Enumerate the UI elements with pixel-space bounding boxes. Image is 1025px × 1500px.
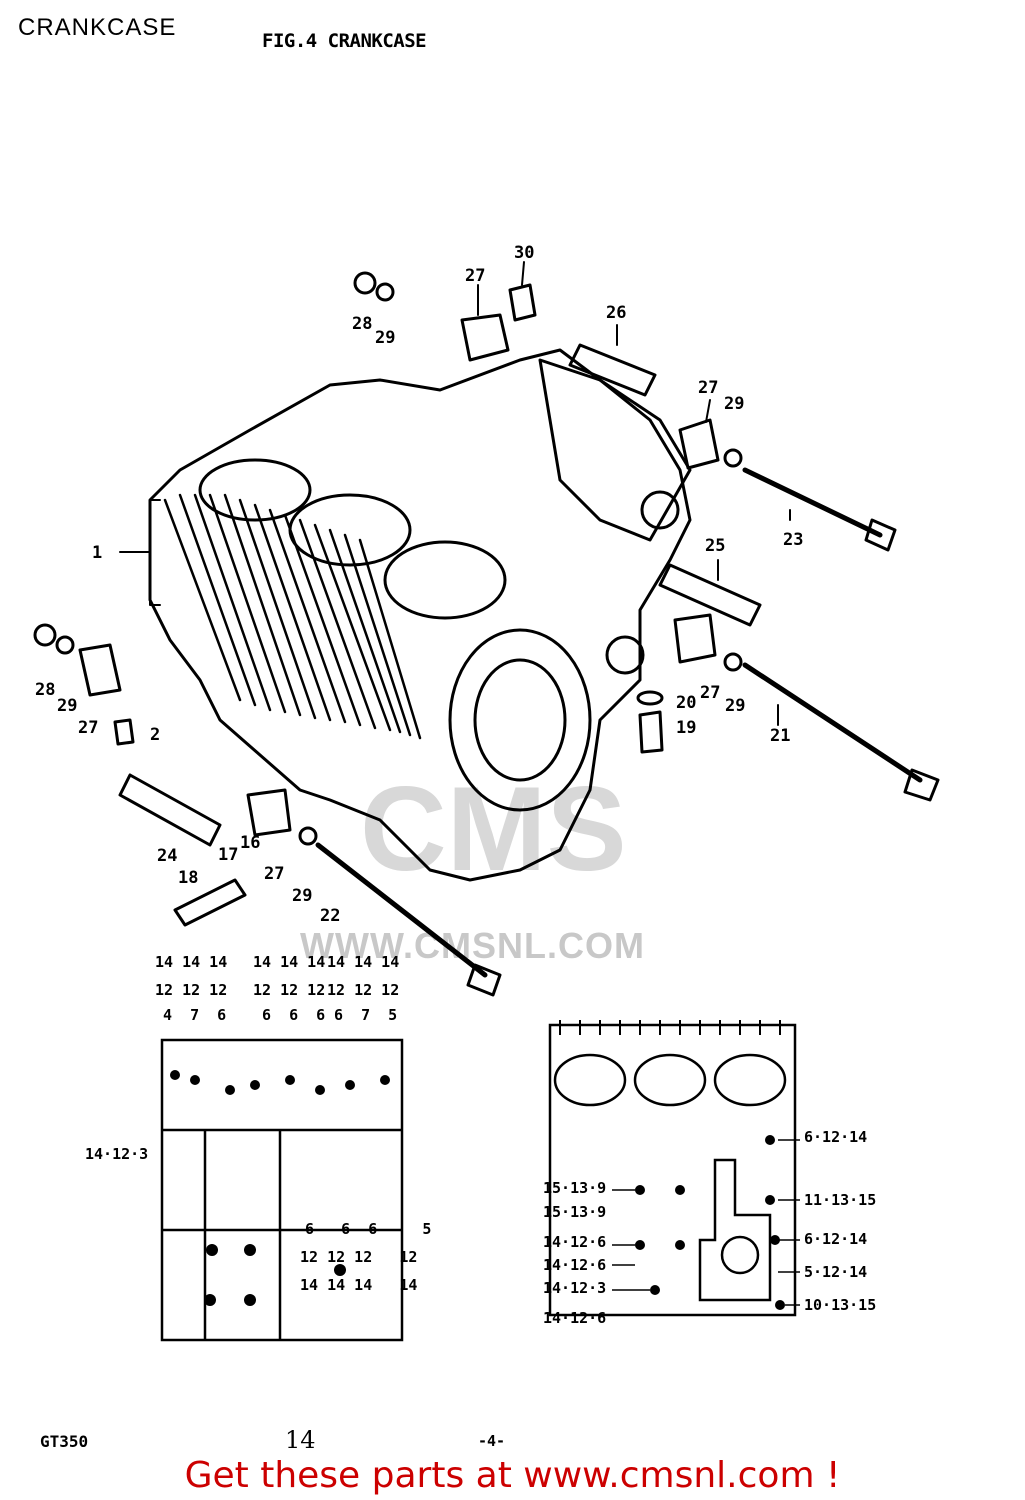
bolt-legend-label: 6·12·14	[804, 1128, 868, 1146]
watermark-logo: CMS	[360, 762, 627, 896]
callout-2: 2	[150, 725, 161, 745]
crank-housing	[448, 628, 592, 812]
bolt-legend-label: 6 7 5	[334, 1006, 398, 1024]
callout-27: 27	[78, 718, 99, 738]
callout-21: 21	[770, 726, 791, 746]
bolt-legend-label: 6·12·14	[804, 1230, 868, 1248]
bushing-27	[673, 613, 717, 664]
part-25-pin	[658, 563, 762, 627]
bolt-legend-label: 14·12·6	[543, 1309, 607, 1327]
cylinder-bore	[383, 540, 507, 620]
bolt-legend-label: 12 12 12	[253, 981, 326, 999]
bolt-legend-label: 14 14 14	[327, 953, 400, 971]
bushing-27	[460, 313, 510, 362]
part-26-pin	[568, 343, 657, 397]
callout-20: 20	[676, 693, 697, 713]
bolt-legend-label: 5·12·14	[804, 1263, 868, 1281]
callout-24: 24	[157, 846, 178, 866]
cooling-fins	[163, 493, 422, 740]
bolt-legend-label: 14 14 14 14	[300, 1276, 418, 1294]
callout-27: 27	[264, 864, 285, 884]
cylinder-bore	[288, 493, 412, 567]
bolt-21	[742, 662, 940, 802]
callout-22: 22	[320, 906, 341, 926]
model-label: GT350	[40, 1432, 89, 1451]
part-24-pin	[118, 773, 222, 847]
callout-1: 1	[92, 543, 103, 563]
bolt-pattern-left	[160, 1038, 404, 1342]
crankcase-body	[148, 348, 692, 882]
callout-29: 29	[292, 886, 313, 906]
cylinder-bore	[198, 458, 312, 522]
bushing-27	[246, 788, 292, 837]
watermark-url: WWW.CMSNL.COM	[300, 925, 645, 966]
bolt-pattern-right	[548, 1020, 800, 1317]
callout-27: 27	[698, 378, 719, 398]
callout-17: 17	[218, 845, 239, 865]
figure-title: FIG.4 CRANKCASE	[262, 30, 427, 52]
callout-18: 18	[178, 868, 199, 888]
bushing-27	[678, 418, 720, 470]
bolt-legend-label: 14·12·3	[543, 1279, 607, 1297]
bolt-legend-label: 14 14 14	[253, 953, 326, 971]
bolt-23	[742, 467, 897, 552]
bolt-legend-label: 14·12·3	[85, 1145, 149, 1163]
bushing-27	[78, 643, 122, 697]
bolt-legend-label: 12 12 12	[327, 981, 400, 999]
callout-25: 25	[705, 536, 726, 556]
callout-29: 29	[724, 394, 745, 414]
bolt-legend-label: 14 14 14	[155, 953, 228, 971]
callout-28: 28	[35, 680, 56, 700]
callout-29: 29	[375, 328, 396, 348]
callout-16: 16	[240, 833, 261, 853]
cta-link[interactable]: Get these parts at www.cmsnl.com !	[184, 1455, 841, 1496]
bolt-legend-label: 11·13·15	[804, 1191, 877, 1209]
callout-30: 30	[514, 243, 535, 263]
callout-28: 28	[352, 314, 373, 334]
callout-19: 19	[676, 718, 697, 738]
bolt-legend-label: 12 12 12 12	[300, 1248, 418, 1266]
callout-29: 29	[725, 696, 746, 716]
page-number: 14	[285, 1426, 316, 1454]
callout-27: 27	[700, 683, 721, 703]
sheet-number: -4-	[478, 1432, 506, 1450]
callout-23: 23	[783, 530, 804, 550]
callout-26: 26	[606, 303, 627, 323]
bolt-legend-label: 14·12·6	[543, 1233, 607, 1251]
bolt-legend-label: 15·13·9	[543, 1203, 607, 1221]
bolt-22	[315, 842, 502, 997]
bolt-legend-label: 12 12 12	[155, 981, 228, 999]
bolt-legend-label: 15·13·9	[543, 1179, 607, 1197]
bolt-legend-label: 10·13·15	[804, 1296, 877, 1314]
callout-27: 27	[465, 266, 486, 286]
bolt-legend-label: 6 6 6 5	[305, 1220, 432, 1238]
bolt-legend-label: 4 7 6	[163, 1006, 227, 1024]
page-title: CRANKCASE	[18, 14, 177, 41]
callout-29: 29	[57, 696, 78, 716]
cap-30	[508, 283, 537, 322]
bolt-legend-label: 14·12·6	[543, 1256, 607, 1274]
bolt-legend-label: 6 6 6	[262, 1006, 326, 1024]
